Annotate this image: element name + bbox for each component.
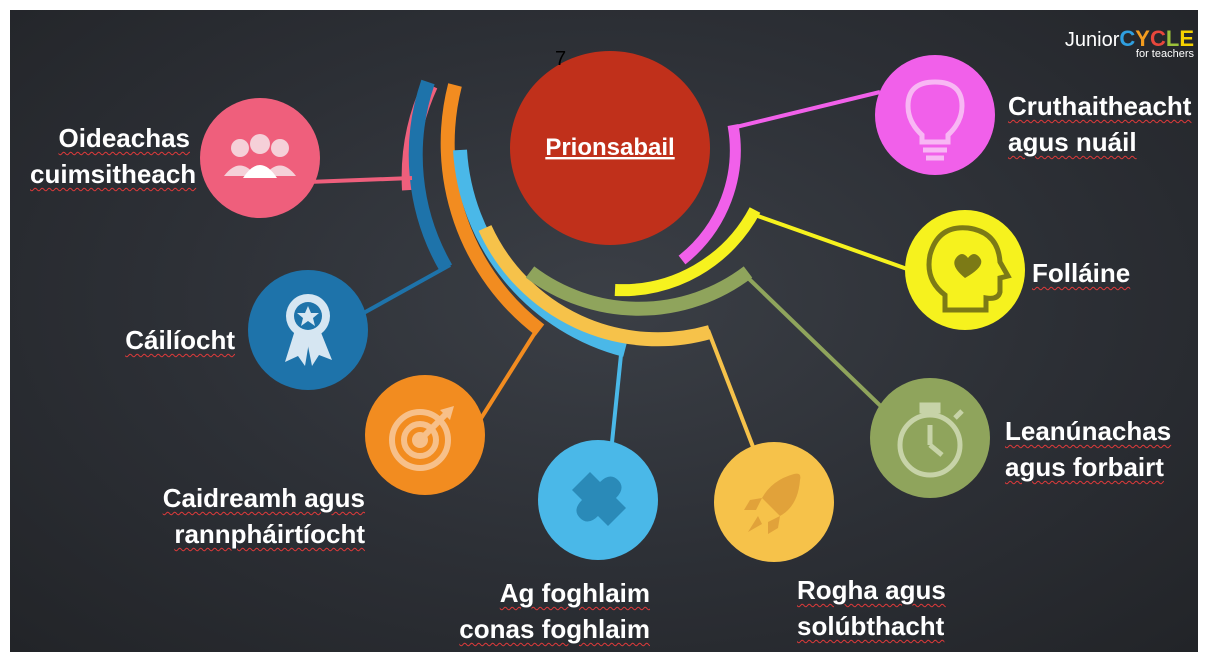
lightbulb-icon [905, 79, 965, 161]
label-creativity-line1: Cruthaitheacht [1008, 91, 1192, 121]
center-label: Prionsabail [545, 134, 674, 161]
connector-engagement [478, 326, 540, 422]
connector-wellbeing [754, 213, 911, 272]
label-learning-line1: Ag foghlaim [499, 578, 650, 608]
label-engagement-line2: rannpháirtíocht [174, 519, 365, 549]
center-circle [510, 51, 710, 245]
label-creativity-line2: agus nuáil [1008, 127, 1137, 157]
label-engagement: Caidreamh agus rannpháirtíocht [110, 480, 365, 552]
connector-quality [359, 263, 451, 317]
arc-engagement [440, 83, 545, 336]
logo-word-junior: Junior [1064, 29, 1120, 51]
rocket-icon [744, 473, 801, 534]
label-engagement-line1: Caidreamh agus [162, 483, 365, 513]
logo-word-cycle: CYCLE [1119, 26, 1194, 51]
label-learning: Ag foghlaim conas foghlaim [430, 575, 650, 647]
award-ribbon-icon [285, 294, 332, 366]
connector-inclusive [307, 176, 413, 184]
label-inclusive-line2: cuimsitheach [30, 159, 197, 189]
slide-number: 7 [555, 48, 567, 70]
node-inclusive [200, 98, 320, 218]
people-icon [224, 134, 296, 178]
slide-canvas: Prionsabail [10, 10, 1198, 652]
label-wellbeing: Folláine [1032, 255, 1182, 291]
principles-diagram: Prionsabail [200, 51, 1025, 562]
arc-choice [478, 225, 712, 347]
connector-continuity [743, 273, 892, 417]
arc-continuity [525, 266, 753, 316]
label-choice-line2: solúbthacht [797, 611, 945, 641]
junior-cycle-logo: JuniorCYCLE for teachers [1065, 26, 1194, 60]
label-learning-line2: conas foghlaim [459, 614, 650, 644]
label-inclusive: Oideachas cuimsitheach [30, 120, 197, 192]
label-choice-line1: Rogha agus [797, 575, 946, 605]
label-creativity: Cruthaitheacht agus nuáil [1008, 88, 1193, 160]
label-continuity-line2: agus forbairt [1005, 452, 1164, 482]
node-creativity [875, 55, 995, 175]
puzzle-icon [572, 472, 626, 526]
head-heart-icon [926, 225, 1012, 313]
label-quality-line1: Cáilíocht [125, 325, 235, 355]
arc-wellbeing [614, 207, 761, 297]
connector-choice [706, 329, 757, 453]
label-quality: Cáilíocht [70, 322, 235, 358]
label-choice: Rogha agus solúbthacht [797, 572, 997, 644]
label-continuity: Leanúnachas agus forbairt [1005, 413, 1195, 485]
label-continuity-line1: Leanúnachas [1005, 416, 1172, 446]
label-wellbeing-line1: Folláine [1032, 258, 1131, 288]
target-icon [389, 406, 454, 471]
connector-creativity [731, 90, 881, 130]
logo-subtitle: for teachers [1135, 48, 1194, 60]
stopwatch-icon [897, 402, 964, 478]
arc-quality [408, 79, 453, 272]
arc-creativity [678, 124, 741, 265]
label-inclusive-line1: Oideachas [58, 123, 190, 153]
